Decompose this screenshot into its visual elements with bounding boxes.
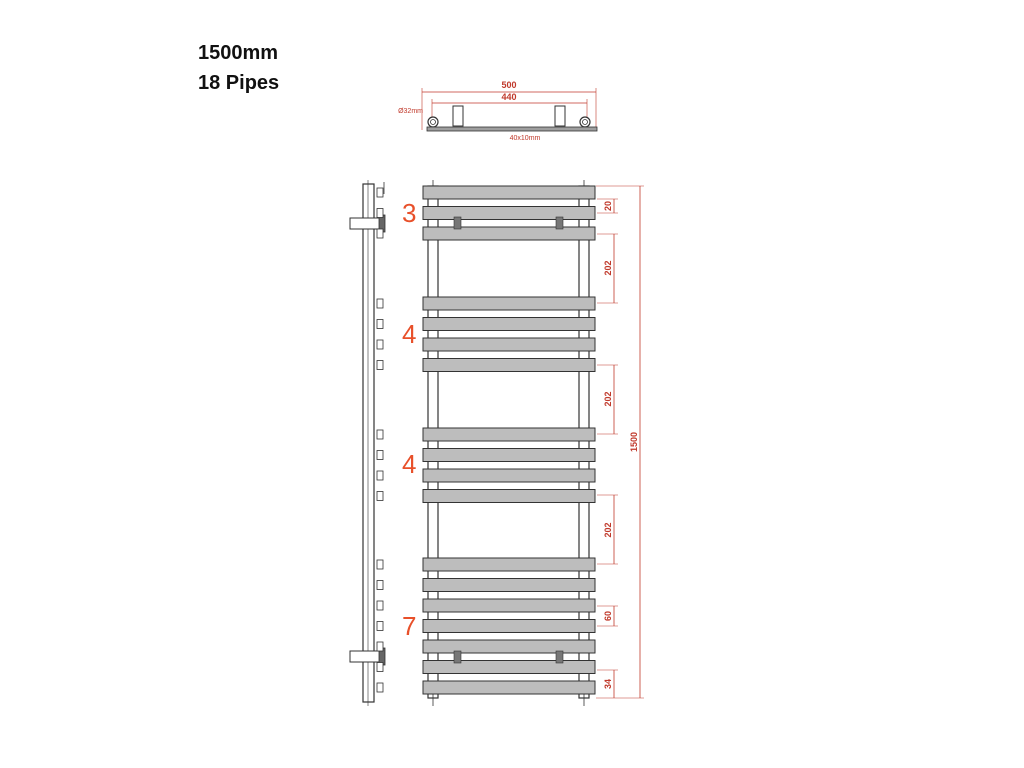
side-bar-tab-7 xyxy=(376,360,384,370)
towel-bar-16 xyxy=(422,639,596,654)
towel-bar-4 xyxy=(422,296,596,311)
bracket-top-right xyxy=(555,216,564,230)
side-bar-tab-17 xyxy=(376,662,384,672)
side-view xyxy=(349,180,386,706)
side-bar-tab-18 xyxy=(376,682,384,693)
towel-bar-6 xyxy=(422,337,596,352)
group-count-2: 4 xyxy=(402,319,416,349)
towel-bar-7 xyxy=(422,358,596,372)
side-wall-profile xyxy=(362,183,375,703)
towel-bar-13 xyxy=(422,578,596,592)
side-bar-tab-11 xyxy=(376,491,384,501)
towel-bar-5 xyxy=(422,317,596,331)
towel-bar-8 xyxy=(422,427,596,442)
side-bar-tab-12 xyxy=(376,559,384,570)
side-bar-tabs xyxy=(376,187,384,693)
gap-2-label: 202 xyxy=(603,391,613,406)
side-bar-tab-3 xyxy=(376,228,384,239)
side-bar-tab-13 xyxy=(376,580,384,590)
right-bracket xyxy=(554,105,566,127)
gap-3-label: 202 xyxy=(603,522,613,537)
front-view xyxy=(422,180,596,706)
pitch-label: 60 xyxy=(603,611,613,621)
towel-bar-2 xyxy=(422,206,596,220)
side-bar-tab-6 xyxy=(376,339,384,350)
towel-bar-17 xyxy=(422,660,596,674)
left-pipe-inner xyxy=(430,119,436,125)
towel-bar-14 xyxy=(422,598,596,613)
towel-bar-1 xyxy=(422,185,596,200)
side-bar-tab-4 xyxy=(376,298,384,309)
top-width-outer: 500 xyxy=(501,80,516,90)
towel-bar-12 xyxy=(422,557,596,572)
side-bar-tab-9 xyxy=(376,450,384,460)
towel-bar-10 xyxy=(422,468,596,483)
side-bar-tab-1 xyxy=(376,187,384,198)
dimension-lines: 1500 20 202 202 202 60 34 xyxy=(596,185,644,699)
top-view: 500 440 Ø32mm 40x10mm xyxy=(398,80,598,142)
left-pipe-circle xyxy=(427,116,439,128)
right-pipe-circle xyxy=(579,116,591,128)
towel-bar-15 xyxy=(422,619,596,633)
side-bar-tab-16 xyxy=(376,641,384,652)
group-count-1: 3 xyxy=(402,198,416,228)
towel-bar-18 xyxy=(422,680,596,695)
group-count-3: 4 xyxy=(402,449,416,479)
pipe-diameter-label: Ø32mm xyxy=(398,108,423,115)
top-width-inner: 440 xyxy=(501,92,516,102)
height-title: 1500mm xyxy=(198,42,279,64)
side-bar-tab-8 xyxy=(376,429,384,440)
towel-bar-3 xyxy=(422,226,596,241)
towel-bar-11 xyxy=(422,489,596,503)
top-gap-label: 20 xyxy=(603,201,613,211)
right-pipe-inner xyxy=(582,119,588,125)
towel-bar-9 xyxy=(422,448,596,462)
bracket-bottom-left xyxy=(453,650,462,664)
top-valve xyxy=(349,217,381,230)
side-bar-tab-10 xyxy=(376,470,384,481)
overall-height-label: 1500 xyxy=(629,432,639,452)
left-bracket xyxy=(452,105,464,127)
top-flat-bar xyxy=(426,126,598,132)
bottom-valve xyxy=(349,650,381,663)
side-bar-tab-14 xyxy=(376,600,384,611)
pipes-title: 18 Pipes xyxy=(198,72,280,94)
bar-size-label: 40x10mm xyxy=(510,135,541,142)
front-bars xyxy=(422,185,596,695)
group-count-4: 7 xyxy=(402,611,416,641)
bracket-top-left xyxy=(453,216,462,230)
side-bar-tab-2 xyxy=(376,208,384,218)
gap-1-label: 202 xyxy=(603,260,613,275)
side-bar-tab-15 xyxy=(376,621,384,631)
side-bar-tab-5 xyxy=(376,319,384,329)
bracket-bottom-right xyxy=(555,650,564,664)
bottom-label: 34 xyxy=(603,679,613,689)
